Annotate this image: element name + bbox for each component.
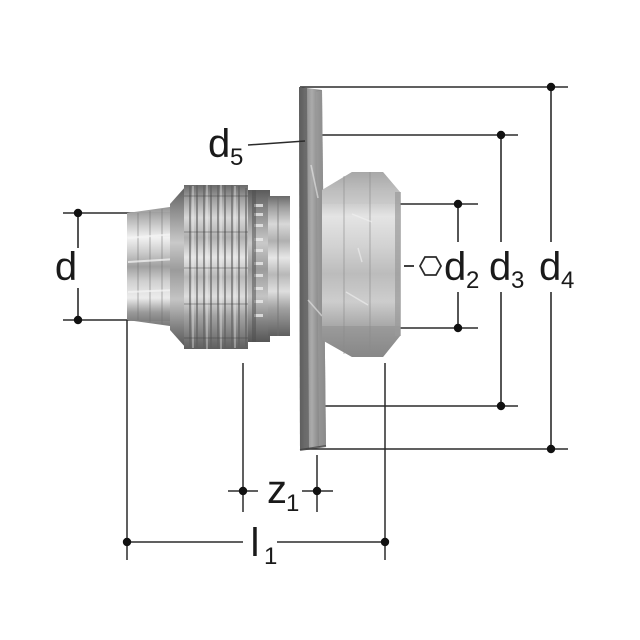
dimension-d3: d 3 [489, 130, 524, 411]
dimension-annotations: d d 2 d [55, 82, 574, 570]
sleeve-marking-band [248, 190, 270, 342]
dimension-label-d3: d [489, 245, 511, 289]
leader-line-d5 [247, 140, 306, 146]
dimension-d5: d 5 [208, 122, 306, 171]
dimension-subscript-d3: 3 [511, 267, 524, 294]
dimension-label-d2: d [444, 245, 466, 289]
dimension-label-z1: z [267, 468, 287, 512]
neck-section [268, 196, 290, 336]
spigot-turning-lines [137, 209, 163, 324]
flange-plate [299, 87, 327, 451]
dimension-l1: l 1 [122, 521, 390, 570]
dimension-subscript-d5: 5 [230, 144, 243, 171]
flange-scratch-highlights [307, 164, 323, 317]
hex-body-facet-lines [343, 172, 371, 357]
sleeve-knurl-lines [189, 185, 247, 349]
hexagon-icon [404, 256, 443, 276]
dimension-label-d: d [55, 245, 77, 289]
pipe-spigot-end [127, 206, 177, 327]
dimension-d4: d 4 [539, 82, 574, 454]
dimension-d2: d 2 [404, 199, 479, 333]
sleeve-highlight-lines [192, 185, 236, 349]
dimension-subscript-z1: 1 [286, 490, 299, 517]
dimension-subscript-d4: 4 [561, 267, 574, 294]
dimension-subscript-l1: 1 [264, 543, 277, 570]
dimension-label-d4: d [539, 245, 561, 289]
transition-shoulder [170, 186, 186, 348]
dimension-label-l1: l [251, 521, 260, 565]
sleeve-embossed-text [254, 204, 263, 317]
sleeve-horizontal-shade [184, 195, 248, 339]
fitting-assembly [127, 87, 401, 451]
dimension-z1: z 1 [228, 468, 333, 517]
dimension-lines-group [63, 86, 568, 560]
hex-body-scratches [345, 213, 373, 306]
dimension-subscript-d2: 2 [466, 267, 479, 294]
dimension-d: d [55, 208, 83, 325]
dimension-label-d5: d [208, 122, 230, 166]
press-sleeve [184, 185, 248, 349]
spigot-highlight [127, 233, 177, 293]
hex-body [322, 172, 401, 357]
